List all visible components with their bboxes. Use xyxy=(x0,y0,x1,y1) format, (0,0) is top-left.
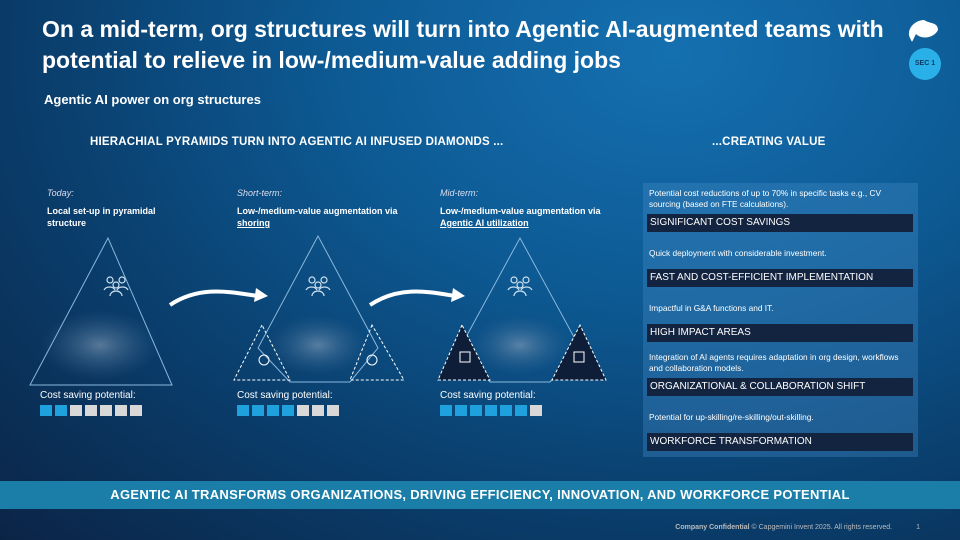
value-card-heading: ORGANIZATIONAL & COLLABORATION SHIFT xyxy=(647,378,913,396)
cost-saving-block xyxy=(115,405,127,416)
confidential-label: Company Confidential xyxy=(675,524,750,531)
stage-title: Low-/medium-value augmentation via xyxy=(440,206,601,216)
cost-saving-label: Cost saving potential: xyxy=(440,390,536,401)
globe-icon xyxy=(366,354,378,366)
cost-saving-block xyxy=(500,405,512,416)
stage-mid-term: Mid-term: Low-/medium-value augmentation… xyxy=(440,188,635,229)
arrow-icon xyxy=(168,289,259,307)
cost-saving-meter xyxy=(440,405,542,416)
stage-title: Low-/medium-value augmentation via xyxy=(237,206,398,216)
stage-period: Mid-term: xyxy=(440,188,478,198)
cost-saving-meter xyxy=(40,405,142,416)
value-panel: Potential cost reductions of up to 70% i… xyxy=(643,183,918,457)
page-title: On a mid-term, org structures will turn … xyxy=(42,16,884,73)
arrow-icon xyxy=(368,289,456,307)
cost-saving-block xyxy=(100,405,112,416)
stage-period: Today: xyxy=(47,188,74,198)
page-subtitle: Agentic AI power on org structures xyxy=(44,92,261,107)
stage-today: Today: Local set-up in pyramidal structu… xyxy=(47,188,242,229)
cost-saving-block xyxy=(267,405,279,416)
conclusion-banner: AGENTIC AI TRANSFORMS ORGANIZATIONS, DRI… xyxy=(0,481,960,509)
value-card-heading: HIGH IMPACT AREAS xyxy=(647,324,913,342)
value-card: Impactful in G&A functions and IT. HIGH I… xyxy=(647,293,913,343)
stage-title: Local set-up in pyramidal structure xyxy=(47,206,156,228)
page-number: 1 xyxy=(916,524,920,531)
people-icon xyxy=(305,276,331,297)
cost-saving-block xyxy=(55,405,67,416)
shoring-link[interactable]: shoring xyxy=(237,218,270,228)
value-card-heading: WORKFORCE TRANSFORMATION xyxy=(647,433,913,451)
cost-saving-short-term: Cost saving potential: xyxy=(237,390,339,416)
value-card-heading: SIGNIFICANT COST SAVINGS xyxy=(647,214,913,232)
capgemini-logo-icon xyxy=(908,20,938,42)
cost-saving-block xyxy=(470,405,482,416)
pyramid-today xyxy=(29,236,173,386)
ai-chip-icon xyxy=(573,351,585,363)
ai-chip-icon xyxy=(459,351,471,363)
value-card: Potential for up-skilling/re-skilling/ou… xyxy=(647,402,913,452)
value-card-description: Quick deployment with considerable inves… xyxy=(649,248,827,258)
stage-period: Short-term: xyxy=(237,188,283,198)
cost-saving-block xyxy=(455,405,467,416)
cost-saving-block xyxy=(327,405,339,416)
value-card-description: Potential cost reductions of up to 70% i… xyxy=(649,187,881,209)
people-icon xyxy=(507,276,533,297)
agentic-ai-link[interactable]: Agentic AI utilization xyxy=(440,218,529,228)
cost-saving-block xyxy=(440,405,452,416)
people-icon xyxy=(103,276,129,297)
value-card-description: Integration of AI agents requires adapta… xyxy=(649,351,899,373)
right-section-heading: ...CREATING VALUE xyxy=(712,136,826,148)
value-card: Potential cost reductions of up to 70% i… xyxy=(647,183,913,233)
value-card-description: Potential for up-skilling/re-skilling/ou… xyxy=(649,412,814,422)
cost-saving-block xyxy=(282,405,294,416)
cost-saving-block xyxy=(130,405,142,416)
cost-saving-label: Cost saving potential: xyxy=(237,390,333,401)
cost-saving-block xyxy=(70,405,82,416)
cost-saving-block xyxy=(237,405,249,416)
copyright: © Capgemini Invent 2025. All rights rese… xyxy=(751,524,893,531)
section-badge: SEC 1 xyxy=(909,48,941,80)
stage-short-term: Short-term: Low-/medium-value augmentati… xyxy=(237,188,432,229)
footer: Company Confidential © Capgemini Invent … xyxy=(675,524,920,531)
diamond-short-term xyxy=(233,234,405,383)
cost-saving-block xyxy=(85,405,97,416)
cost-saving-meter xyxy=(237,405,339,416)
value-card: Integration of AI agents requires adapta… xyxy=(647,347,913,397)
cost-saving-block xyxy=(485,405,497,416)
cost-saving-label: Cost saving potential: xyxy=(40,390,136,401)
pyramid-diagrams xyxy=(29,234,607,386)
value-card: Quick deployment with considerable inves… xyxy=(647,238,913,288)
globe-icon xyxy=(258,354,270,366)
value-card-description: Impactful in G&A functions and IT. xyxy=(649,303,774,313)
cost-saving-block xyxy=(252,405,264,416)
cost-saving-today: Cost saving potential: xyxy=(40,390,142,416)
cost-saving-mid-term: Cost saving potential: xyxy=(440,390,542,416)
cost-saving-block xyxy=(297,405,309,416)
value-card-heading: FAST AND COST-EFFICIENT IMPLEMENTATION xyxy=(647,269,913,287)
cost-saving-block xyxy=(312,405,324,416)
cost-saving-block xyxy=(530,405,542,416)
cost-saving-block xyxy=(515,405,527,416)
cost-saving-block xyxy=(40,405,52,416)
left-section-heading: HIERACHIAL PYRAMIDS TURN INTO AGENTIC AI… xyxy=(90,136,504,148)
diamond-mid-term xyxy=(437,236,607,383)
